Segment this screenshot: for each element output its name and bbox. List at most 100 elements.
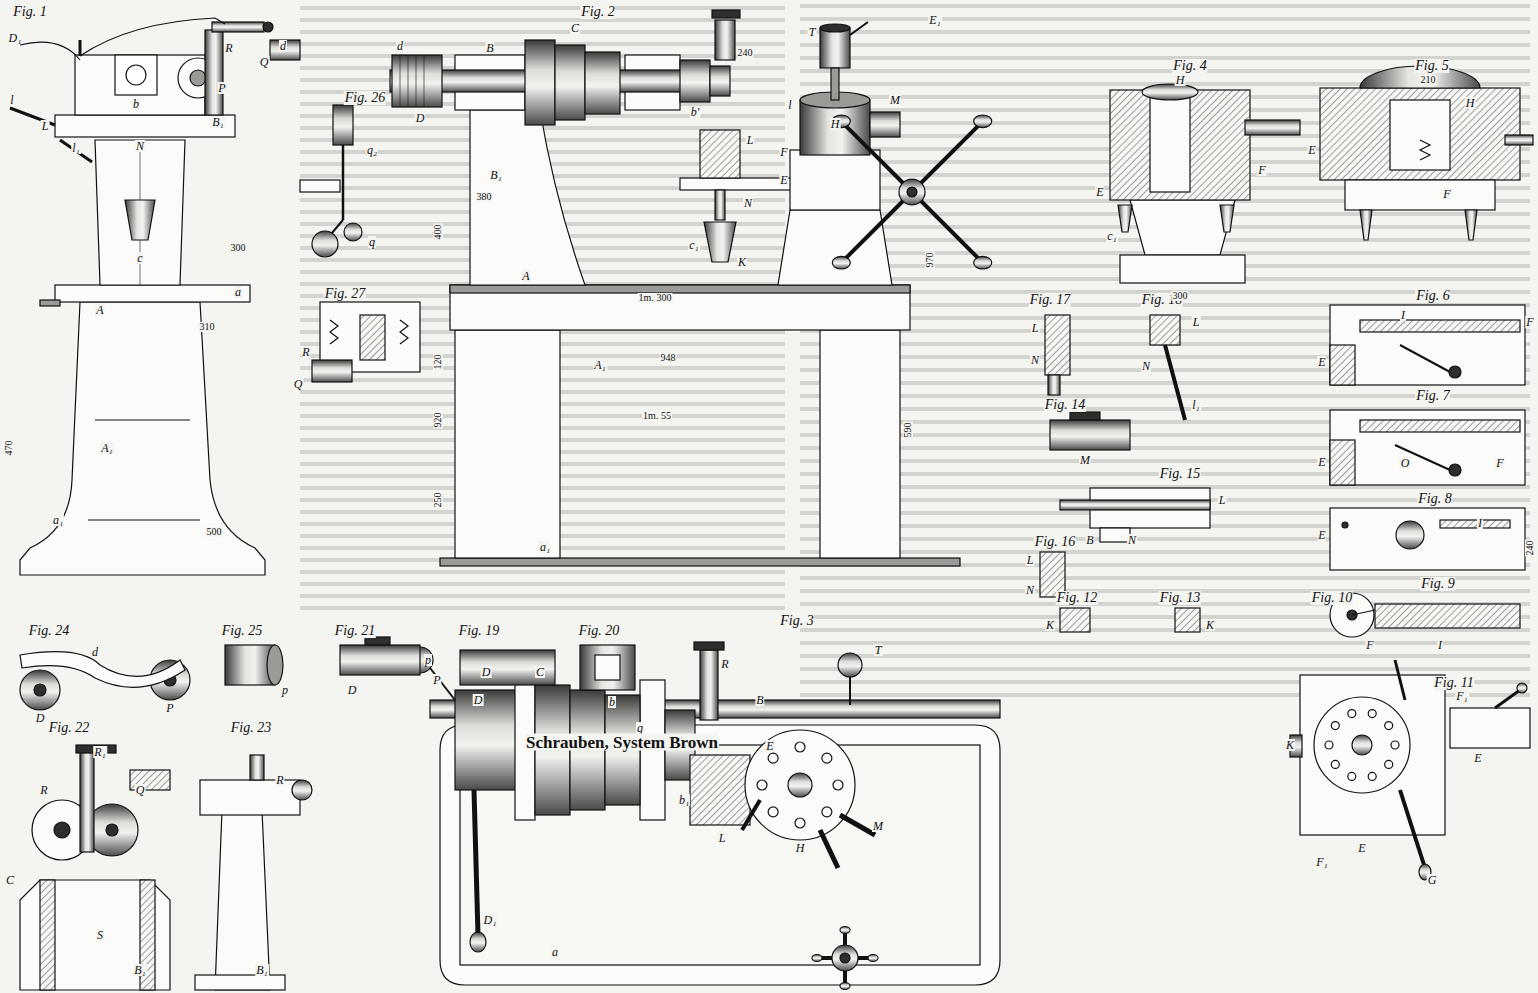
part-letter: q xyxy=(636,722,644,734)
fig-2-handwheel-part xyxy=(907,187,917,197)
part-letter: B₁ xyxy=(255,964,269,976)
part-letter: l xyxy=(9,94,14,106)
fig-3-drawing xyxy=(407,642,1000,985)
fig-1-drawing-part xyxy=(79,40,82,56)
text-line xyxy=(800,30,1530,34)
part-letter: R xyxy=(224,42,233,54)
part-letter: A₁ xyxy=(100,442,114,454)
fig-2-drawing-part xyxy=(790,150,880,210)
fig-3-turret-holes-part xyxy=(768,807,778,817)
text-line xyxy=(800,43,1530,47)
part-letter: A xyxy=(521,270,530,282)
part-letter: I xyxy=(1477,517,1483,529)
figure-label: Fig. 27 xyxy=(324,287,366,301)
part-letter: E xyxy=(1317,456,1326,468)
dimension-number: 240 xyxy=(737,48,754,58)
fig-11-drawing xyxy=(1450,683,1530,748)
part-letter: A xyxy=(95,304,104,316)
fig-2-handwheel-part xyxy=(899,179,925,205)
fig-3-drawing-part xyxy=(455,690,520,790)
fig-3-drawing-part xyxy=(690,755,750,825)
part-letter: B xyxy=(755,694,764,706)
fig-1-drawing-part xyxy=(88,519,200,520)
dimension-number: 210 xyxy=(1420,75,1437,85)
fig-3-handle-part xyxy=(868,955,878,962)
part-letter: c xyxy=(136,252,143,264)
part-letter: P xyxy=(165,702,174,714)
fig-9-drawing-part xyxy=(1375,604,1520,628)
fig-6-drawing-part xyxy=(1360,320,1520,332)
fig-3-turret-holes-part xyxy=(768,753,778,763)
part-letter: C xyxy=(5,874,15,886)
fig-4-drawing-part xyxy=(1118,205,1132,232)
part-letter: N xyxy=(1025,584,1035,596)
part-letter: E xyxy=(779,174,788,186)
dimension-number: 920 xyxy=(433,412,443,429)
fig-3-drawing-part xyxy=(745,730,855,840)
fig-10-holes-part xyxy=(1331,722,1339,730)
fig-22-drawing-part xyxy=(80,752,94,852)
fig-4-drawing-part xyxy=(1245,120,1300,135)
part-letter: B xyxy=(1085,534,1094,546)
part-letter: D₁ xyxy=(483,914,498,926)
part-letter: N xyxy=(1127,534,1137,546)
fig-10-drawing xyxy=(1290,660,1445,880)
part-letter: F₁ xyxy=(1455,690,1469,702)
fig-2-drawing-part xyxy=(455,330,560,558)
part-letter: a xyxy=(234,286,242,298)
part-letter: Q xyxy=(259,56,270,68)
small-figs-right-part xyxy=(1045,315,1070,375)
figure-label: Fig. 17 xyxy=(1029,293,1071,307)
fig-7-drawing-part xyxy=(1330,440,1355,485)
fig-1-drawing-part xyxy=(212,22,264,32)
fig-5-drawing-part xyxy=(1360,210,1372,240)
dimension-number: 300 xyxy=(230,243,247,253)
figure-label: Fig. 12 xyxy=(1056,591,1098,605)
part-letter: L xyxy=(1026,554,1035,566)
page-text-lines xyxy=(300,6,1530,695)
fig-3-turret-holes-part xyxy=(757,780,767,790)
part-letter: N xyxy=(743,197,753,209)
fig-2-drawing-part xyxy=(440,558,960,566)
fig-7-drawing-part xyxy=(1395,445,1450,470)
part-letter: N xyxy=(135,140,145,152)
fig-3-handle-part xyxy=(840,953,850,963)
text-line xyxy=(300,30,785,34)
fig-1-drawing-part xyxy=(125,200,155,240)
fig-2-drawing-part xyxy=(585,52,620,114)
figure-label: Fig. 21 xyxy=(334,624,376,638)
fig-2-drawing-part xyxy=(700,130,740,178)
text-line xyxy=(300,18,785,22)
part-letter: Q xyxy=(293,378,304,390)
dimension-number: 970 xyxy=(925,252,935,269)
part-letter: I xyxy=(1437,639,1443,651)
figure-label: Fig. 10 xyxy=(1311,591,1353,605)
part-letter: T xyxy=(808,26,817,38)
fig-10-drawing-part xyxy=(1314,697,1410,793)
fig-5-drawing-part xyxy=(1465,210,1477,240)
part-letter: B₁ xyxy=(133,964,147,976)
figure-label: Fig. 24 xyxy=(28,624,70,638)
small-figs-left-part xyxy=(365,637,390,645)
part-letter: b xyxy=(608,696,616,708)
fig-23-drawing-part xyxy=(292,780,312,800)
dimension-number: 948 xyxy=(660,353,677,363)
fig-1-drawing-part xyxy=(190,70,206,86)
fig-10-holes-part xyxy=(1385,722,1393,730)
fig-3-turret-holes-part xyxy=(795,818,805,828)
fig-4-drawing-part xyxy=(1130,200,1235,255)
small-figs-right-part xyxy=(1100,528,1130,542)
fig-27-drawing-part xyxy=(312,360,352,382)
fig-3-turret-holes-part xyxy=(795,742,805,752)
part-letter: G xyxy=(1427,874,1438,886)
fig-3-handle-part xyxy=(840,983,850,990)
fig-2-drawing-part xyxy=(525,40,555,125)
fig-2-handwheel-part xyxy=(912,121,983,192)
small-figs-right-part xyxy=(1060,608,1090,632)
fig-2-drawing-part xyxy=(400,55,401,107)
part-letter: a₁ xyxy=(52,514,64,526)
part-letter: K xyxy=(1045,619,1055,631)
fig-3-turret-holes-part xyxy=(833,780,843,790)
part-letter: c₁ xyxy=(688,239,700,251)
small-figs-right-part xyxy=(1060,500,1210,510)
